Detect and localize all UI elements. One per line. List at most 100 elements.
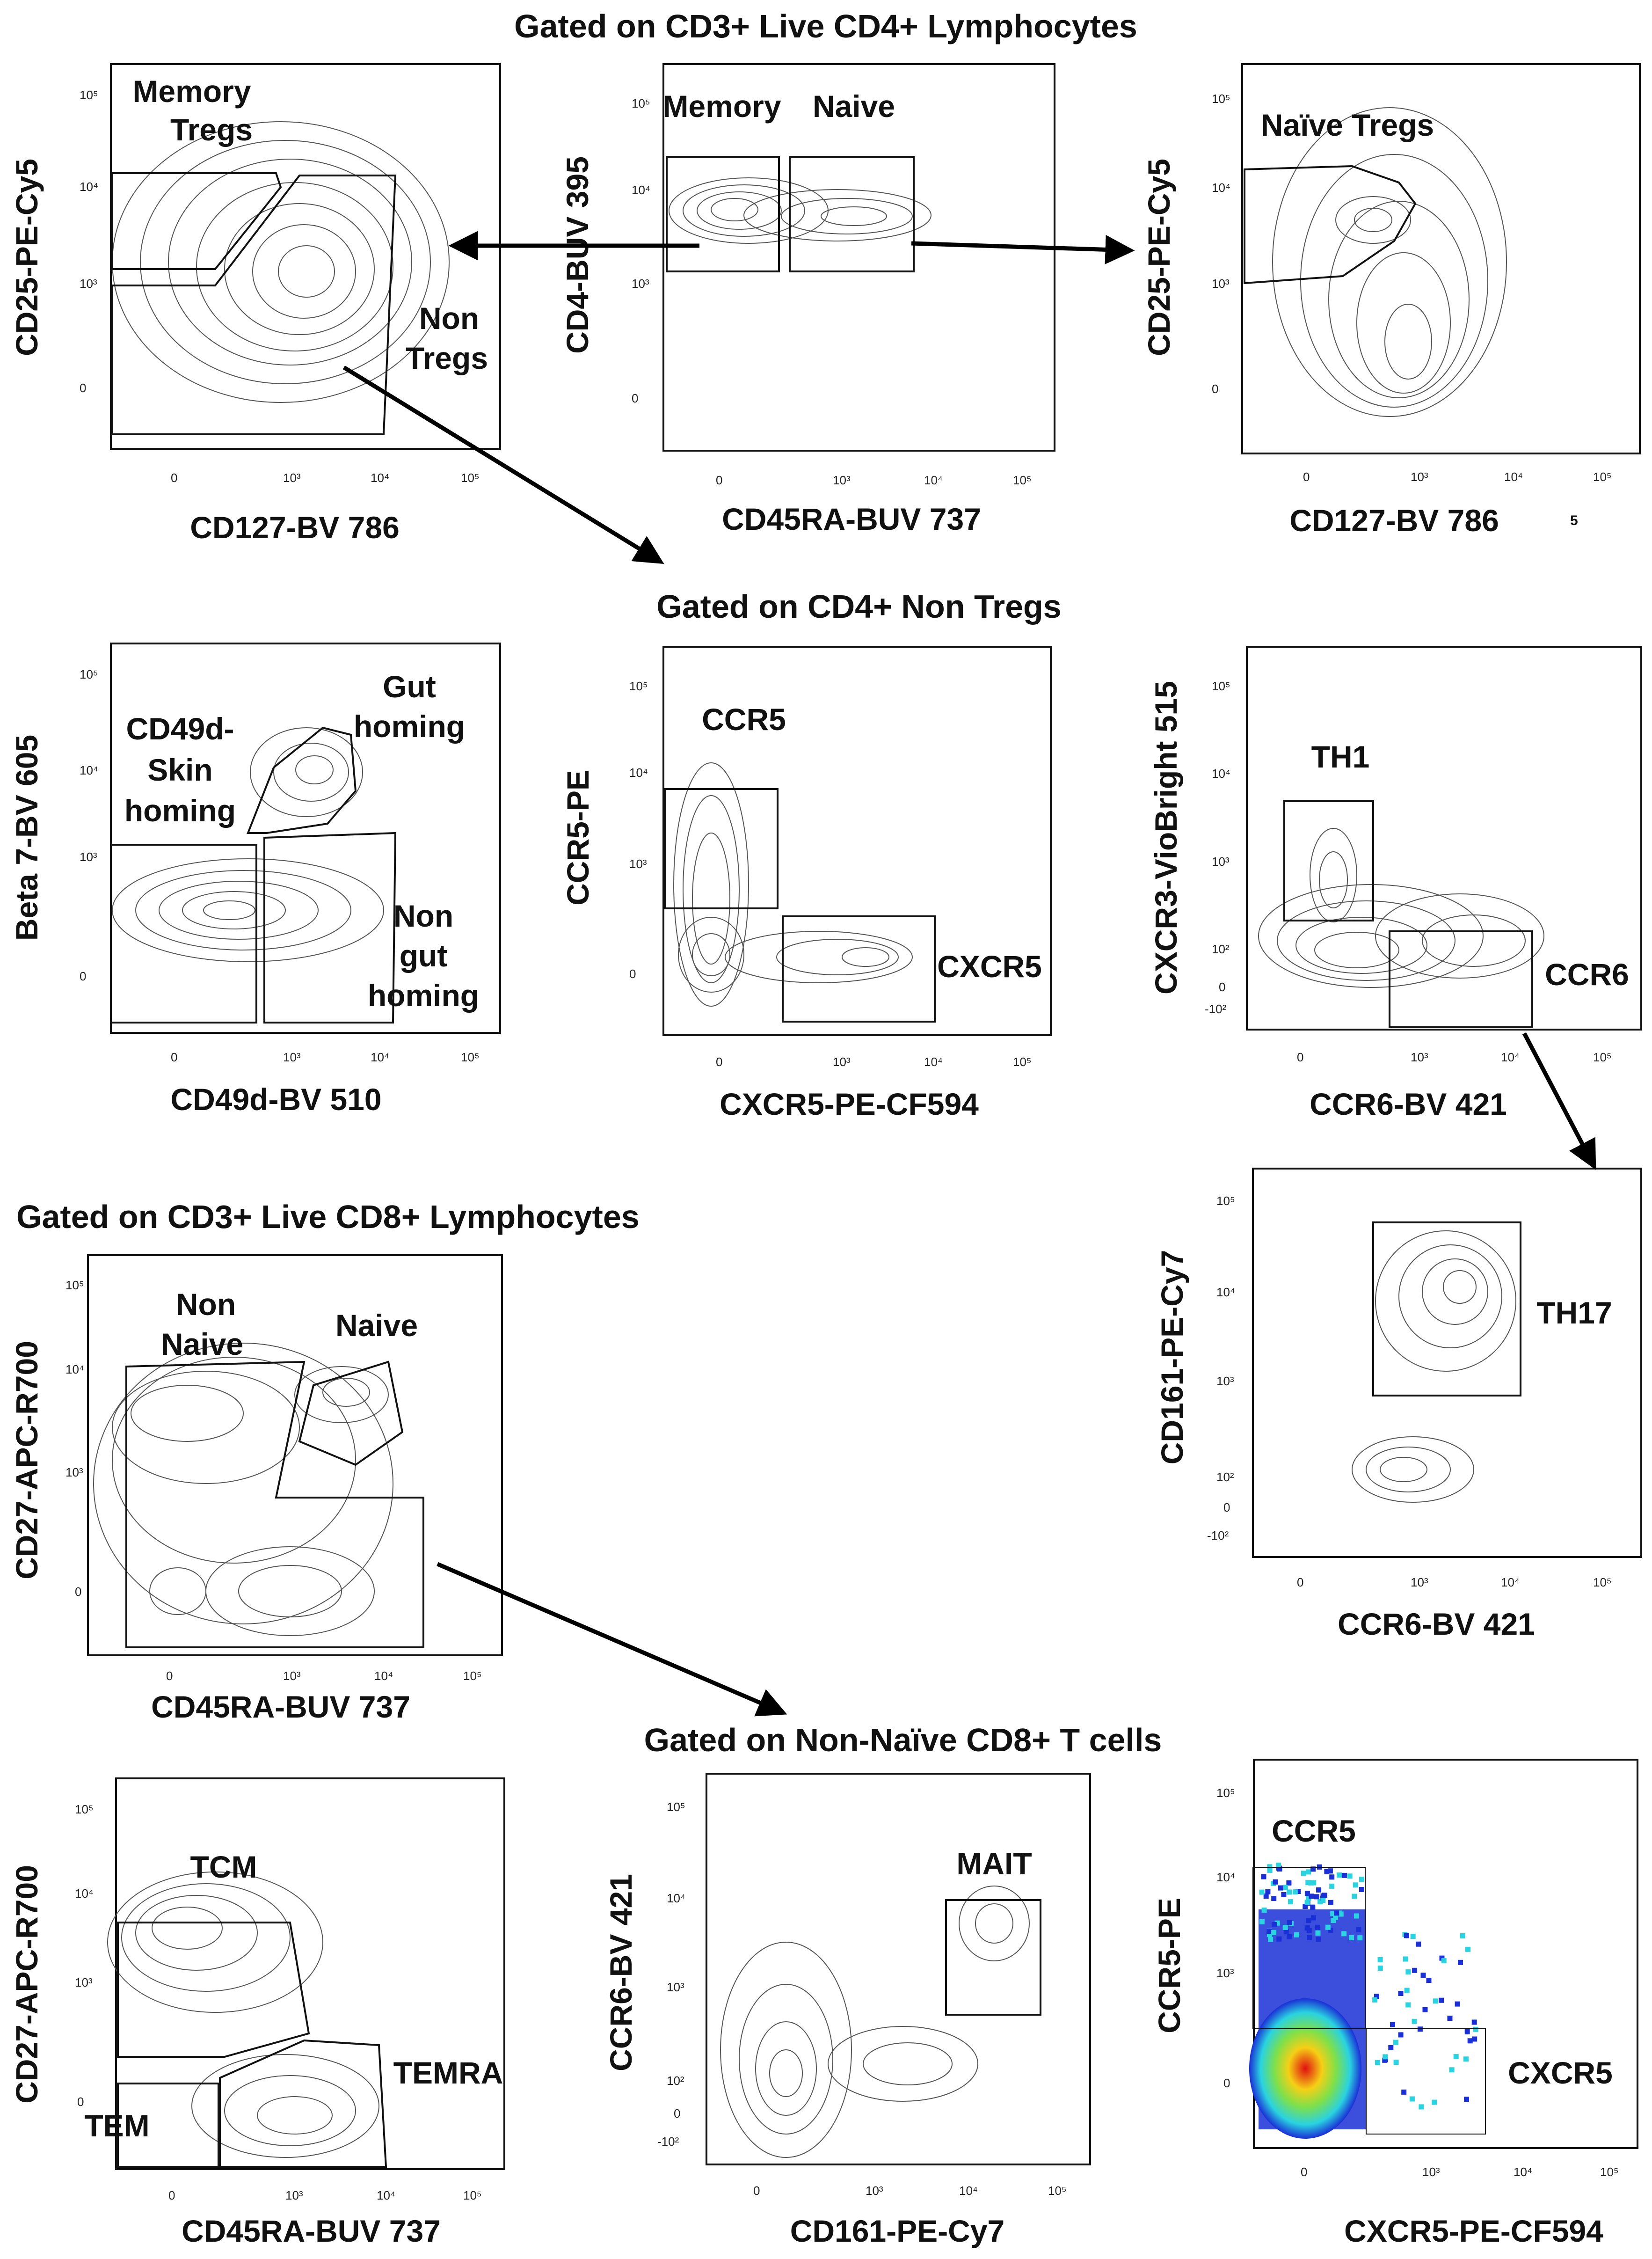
scatter-point: [1328, 1928, 1333, 1933]
x-tick-0: 0: [716, 1055, 722, 1069]
scatter-point: [1316, 1937, 1321, 1942]
scatter-point: [1327, 1868, 1333, 1874]
scatter-point: [1359, 1887, 1364, 1892]
scatter-point: [1405, 2002, 1411, 2008]
y-tick-0: 0: [1219, 980, 1225, 994]
scatter-point: [1261, 1874, 1266, 1879]
scatter-point: [1464, 2029, 1470, 2034]
x-tick-0: 0: [171, 1050, 177, 1064]
gate-memory: [666, 156, 780, 272]
gate-mait: [945, 1899, 1041, 2016]
gate-naive-tregs: [1244, 165, 1417, 285]
x-tick-1e4: 10⁴: [371, 471, 389, 485]
gate-label-th1: TH1: [1311, 739, 1370, 774]
gate-label-homing: homing: [124, 793, 236, 828]
panel-cxcr3-ccr6: TH1 CCR6 CCR6-BV 421 CXCR3-VioBright 515…: [1149, 646, 1642, 1121]
y-tick-1e3: 10³: [629, 857, 647, 871]
panel-beta7-cd49d: CD49d- Skin homing Gut homing Non gut ho…: [9, 643, 501, 1117]
gate-label-ccr5: CCR5: [702, 702, 786, 737]
scatter-point: [1359, 1877, 1364, 1882]
density-peak: [1249, 1998, 1361, 2139]
scatter-point: [1265, 1889, 1271, 1894]
gate-label-gut: Gut: [383, 669, 436, 704]
x-tick-1e5: 10⁵: [1593, 1050, 1612, 1064]
panel-cd27-cd45ra-cd8: Non Naive Naive CD45RA-BUV 737 CD27-APC-…: [9, 1254, 503, 1724]
gate-label-ccr6: CCR6: [1545, 957, 1629, 992]
x-tick-1e5: 10⁵: [1013, 473, 1032, 487]
y-axis-label: CD4-BUV 395: [560, 156, 595, 354]
scatter-point: [1383, 2057, 1388, 2062]
scatter-point: [1292, 1889, 1298, 1895]
scatter-point: [1449, 2067, 1455, 2073]
scatter-point: [1334, 1910, 1339, 1916]
x-tick-1e5: 10⁵: [463, 1669, 482, 1683]
gate-temra: [219, 2039, 387, 2168]
scatter-point: [1287, 1889, 1292, 1895]
scatter-point: [1383, 2054, 1388, 2060]
gate-label-naive-2: Naive: [335, 1308, 418, 1343]
scatter-point: [1471, 2019, 1477, 2025]
x-tick-1e3: 10³: [1422, 2165, 1440, 2179]
y-axis-label: Beta 7-BV 605: [9, 735, 44, 941]
gate-label-cxcr5: CXCR5: [937, 949, 1042, 984]
gate-non-gut-homing: [263, 832, 397, 1023]
scatter-point: [1287, 1934, 1292, 1939]
y-tick-1e5: 10⁵: [1216, 1194, 1235, 1208]
scatter-point: [1282, 1924, 1288, 1930]
scatter-point: [1310, 1904, 1316, 1910]
y-tick-1e3: 10³: [1212, 855, 1230, 869]
y-tick-1e5: 10⁵: [632, 96, 650, 110]
y-tick-1e5: 10⁵: [80, 667, 98, 681]
scatter-point: [1304, 1891, 1310, 1896]
scatter-point: [1374, 1994, 1379, 1999]
plot-frame: [1253, 1759, 1638, 2149]
y-tick-1e3: 10³: [1212, 277, 1230, 291]
x-tick-0: 0: [753, 2184, 760, 2198]
gate-label-temra: TEMRA: [393, 2055, 503, 2090]
y-tick-neg-1e2: -10²: [1205, 1002, 1227, 1016]
gate-ccr5: [1252, 1867, 1366, 2029]
scatter-point: [1307, 1935, 1312, 1940]
y-tick-0: 0: [629, 967, 636, 981]
plot-frame: [87, 1254, 503, 1656]
scatter-point: [1405, 1969, 1411, 1975]
gate-label-memory: Memory: [662, 89, 781, 124]
panel-cd25-cd127-naive: Naïve Tregs CD127-BV 786 5 CD25-PE-Cy5 1…: [1142, 63, 1641, 538]
gate-label-tregs-2: Tregs: [406, 341, 488, 375]
scatter-point: [1458, 1959, 1463, 1965]
scatter-point: [1310, 1866, 1316, 1872]
y-tick-1e5: 10⁵: [667, 1800, 685, 1814]
scatter-point: [1286, 1880, 1292, 1886]
contour-cloud: [673, 762, 913, 1007]
scatter-point: [1398, 1991, 1404, 1996]
scatter-point: [1267, 1867, 1273, 1873]
scatter-point: [1329, 1883, 1335, 1889]
scatter-point: [1261, 1908, 1267, 1913]
plot-frame: [662, 646, 1052, 1036]
scatter-point: [1306, 1869, 1311, 1875]
gate-label-cd49d-neg: CD49d-: [126, 711, 234, 746]
panel-cd161-ccr6: TH17 CCR6-BV 421 CD161-PE-Cy7 10⁵ 10⁴ 10…: [1155, 1168, 1642, 1641]
y-tick-1e3: 10³: [80, 277, 97, 291]
plot-frame: [110, 643, 501, 1034]
scatter-point: [1308, 1880, 1313, 1886]
y-tick-0: 0: [632, 391, 638, 405]
y-tick-1e3: 10³: [667, 1980, 684, 1994]
scatter-point: [1268, 1937, 1274, 1942]
scatter-point: [1259, 1919, 1265, 1924]
x-tick-1e5: 10⁵: [1048, 2184, 1067, 2198]
x-axis-label: CD45RA-BUV 737: [151, 1689, 410, 1724]
scatter-point: [1349, 1935, 1354, 1940]
y-tick-1e4: 10⁴: [80, 180, 98, 194]
scatter-point: [1287, 1920, 1292, 1925]
scatter-point: [1303, 1904, 1308, 1909]
plot-frame: [1241, 63, 1641, 454]
stray-mark: 5: [1570, 513, 1578, 528]
y-tick-1e3: 10³: [65, 1465, 83, 1479]
scatter-point: [1324, 1869, 1330, 1874]
gate-ccr5: [664, 788, 779, 909]
scatter-point: [1419, 2104, 1424, 2110]
x-tick-0: 0: [1301, 2165, 1307, 2179]
panel-cd25-cd127-all: Memory Tregs Non Tregs CD127-BV 786 CD25…: [9, 63, 501, 545]
